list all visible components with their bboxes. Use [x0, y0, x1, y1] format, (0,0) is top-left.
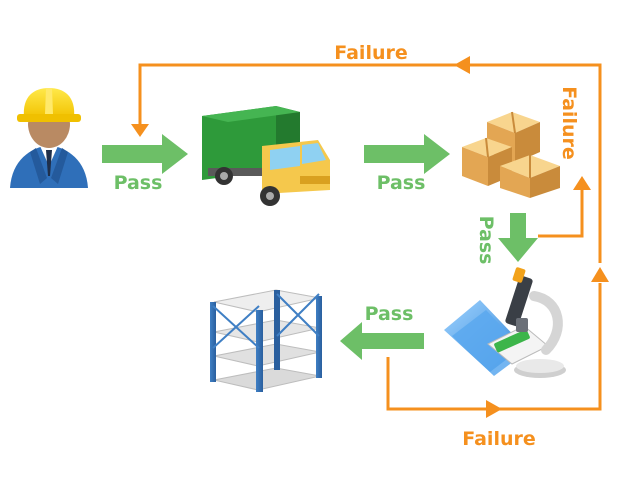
- boxes-icon: [462, 111, 560, 198]
- arrowhead-boxes-up: [573, 176, 591, 190]
- arrowhead-into-worker: [131, 124, 149, 137]
- shelving-icon: [210, 289, 322, 392]
- failure-label-bottom: Failure: [462, 428, 536, 450]
- pass-label-2: Pass: [377, 172, 426, 194]
- pass-label-3: Pass: [475, 216, 497, 265]
- pass-arrow-microscope-shelving: [340, 322, 424, 360]
- pass-label-1: Pass: [114, 172, 163, 194]
- failure-line-top: [138, 63, 602, 263]
- microscope-icon: [444, 267, 566, 378]
- failure-line-boxes: [538, 186, 584, 238]
- failure-arrowheads: [131, 56, 609, 418]
- arrowhead-top-left: [454, 56, 470, 74]
- failure-label-right: Failure: [558, 86, 580, 160]
- pass-arrows: [102, 134, 538, 360]
- pass-arrow-boxes-microscope: [498, 213, 538, 262]
- arrowhead-bottom-right: [486, 400, 502, 418]
- pass-label-4: Pass: [365, 303, 414, 325]
- pass-arrow-truck-boxes: [364, 134, 450, 174]
- truck-icon: [202, 106, 330, 206]
- failure-label-top: Failure: [334, 42, 408, 64]
- arrowhead-right-up: [591, 267, 609, 282]
- worker-icon: [10, 88, 88, 188]
- pass-arrow-worker-truck: [102, 134, 188, 174]
